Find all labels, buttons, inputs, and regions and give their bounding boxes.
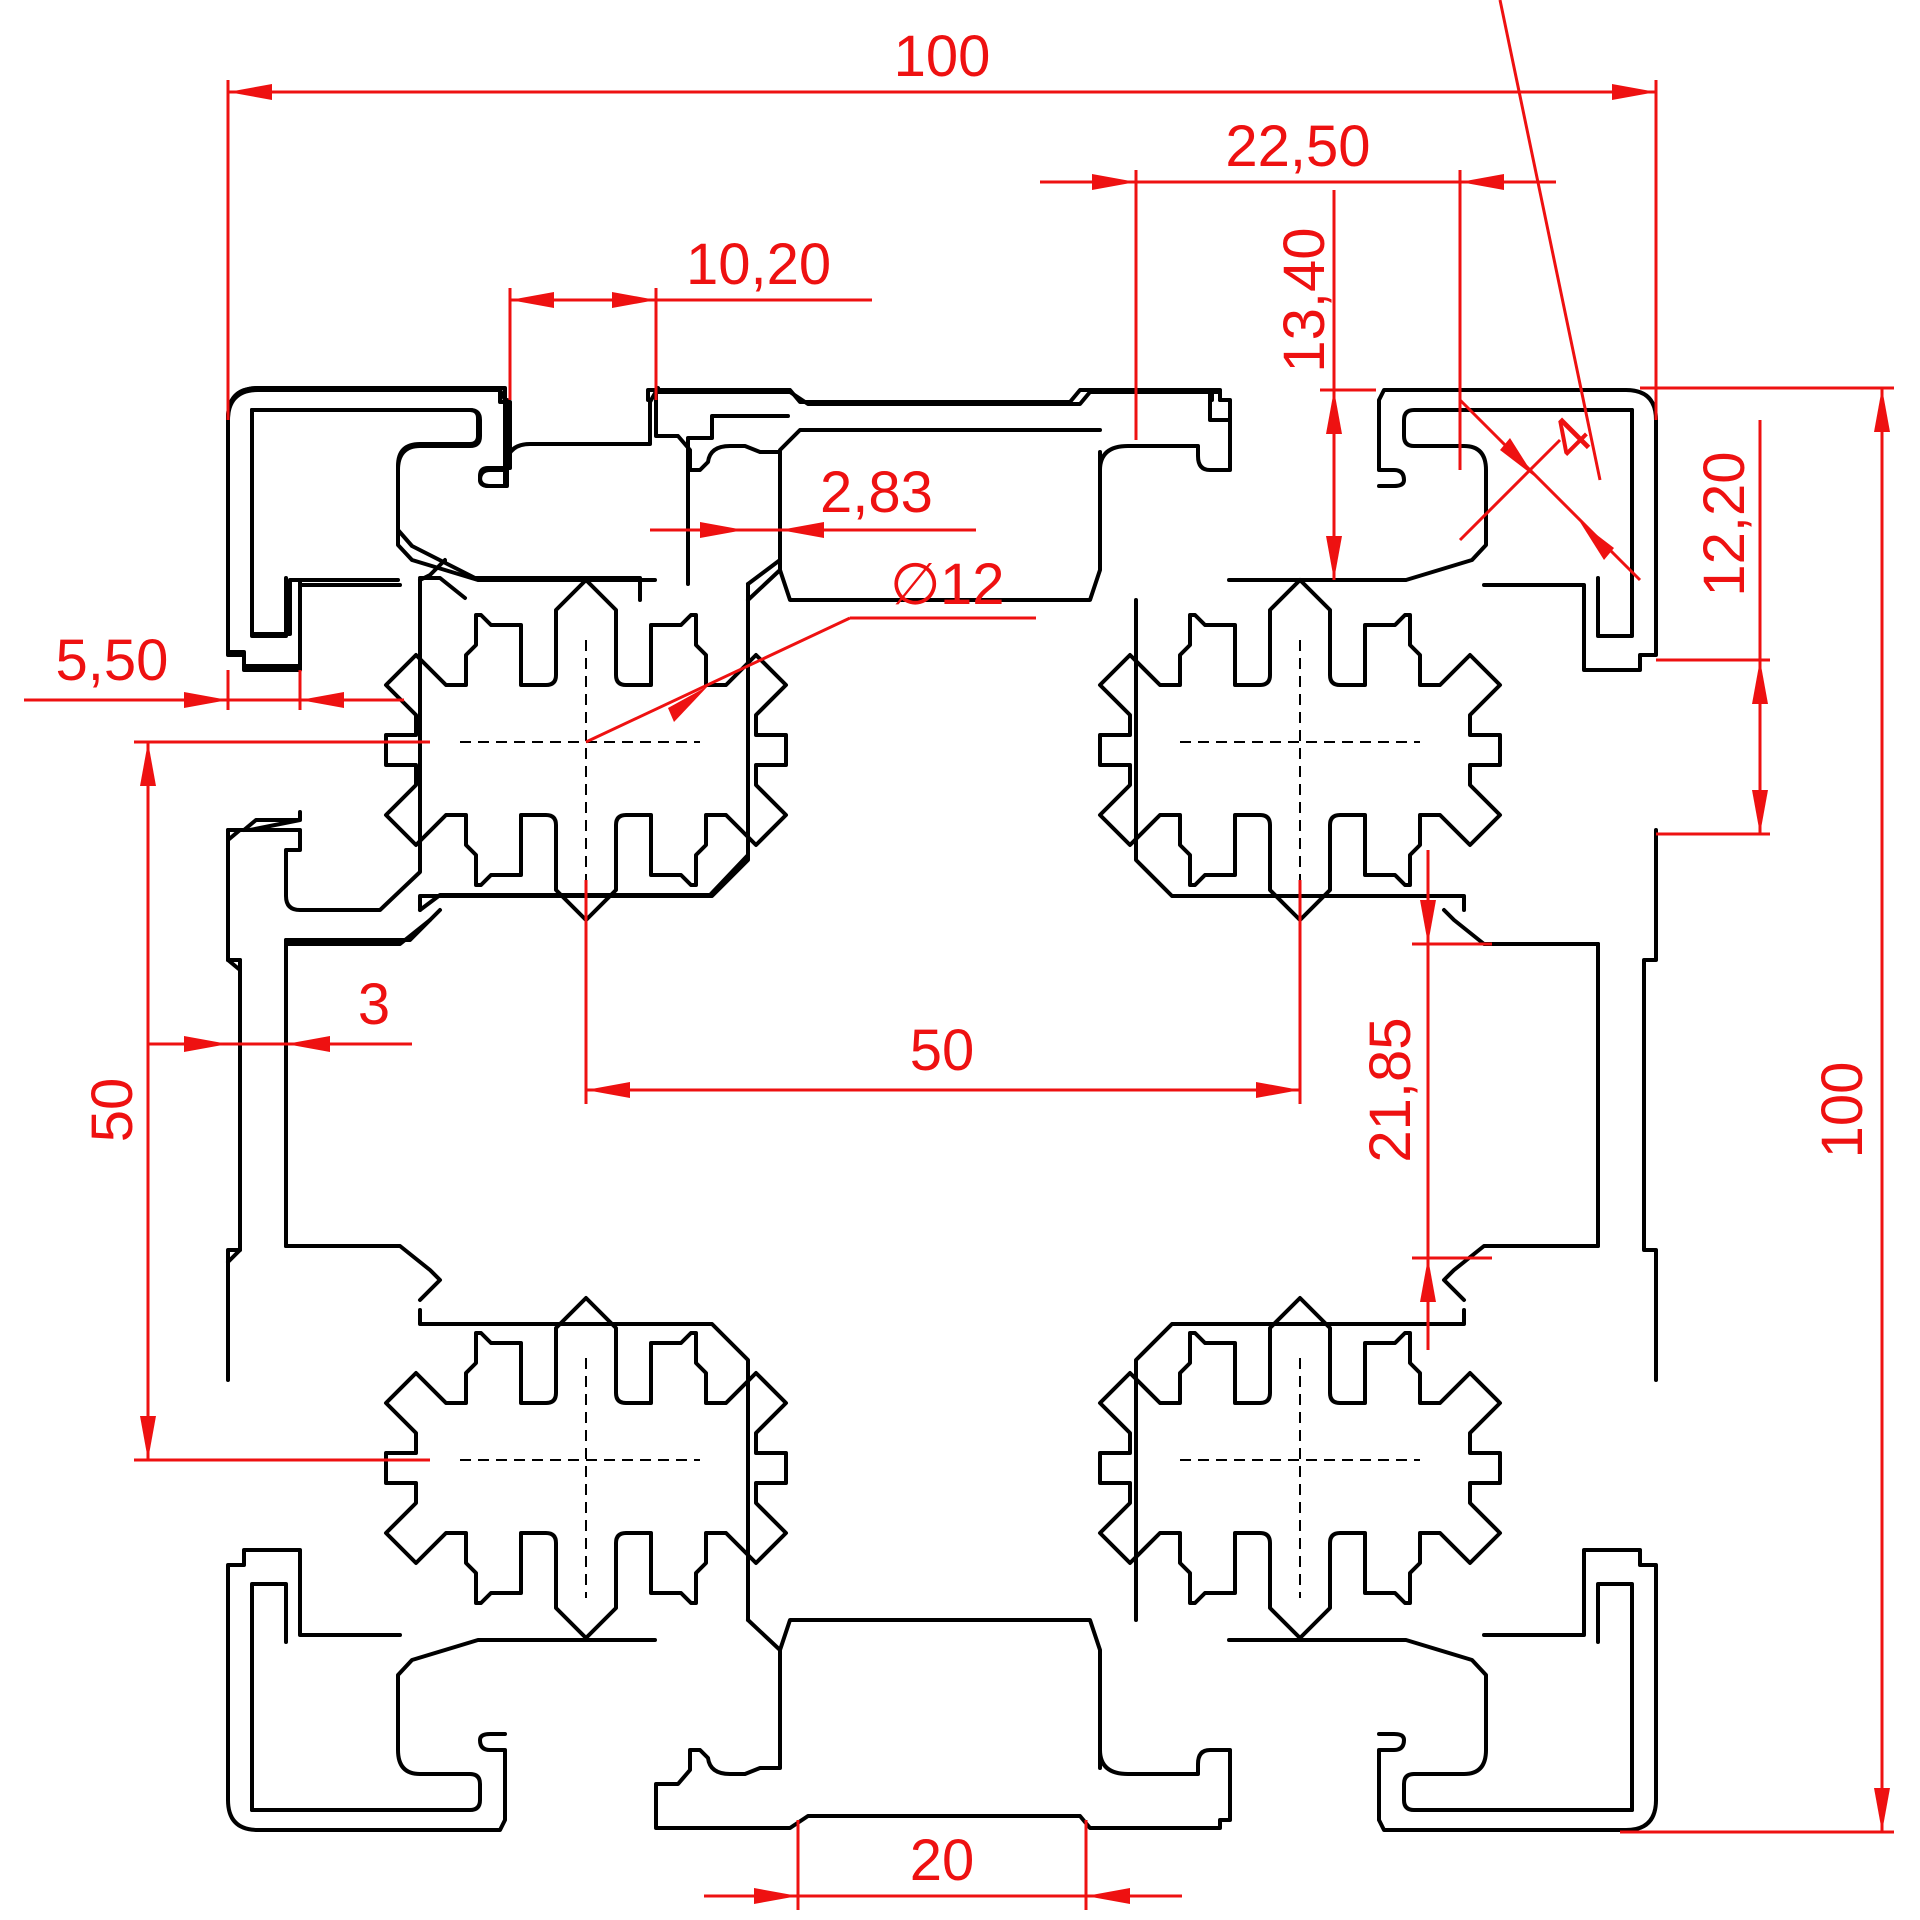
dim-core-spacing-horizontal: 50 xyxy=(584,880,1302,1104)
dim-label-web-thickness: 3 xyxy=(358,972,390,1037)
dim-groove-depth: 21,85 xyxy=(1358,850,1492,1350)
dim-label-core-spacing-vertical: 50 xyxy=(80,1078,145,1143)
dim-label-slot-opening: 10,20 xyxy=(686,232,831,297)
center-lines xyxy=(460,640,1420,1598)
dim-overall-height: 100 xyxy=(1620,386,1894,1834)
dim-core-spacing-vertical: 50 xyxy=(80,740,430,1462)
dim-slot-offset: 22,50 xyxy=(1040,114,1556,470)
dim-label-chamfer: 4 xyxy=(1536,404,1605,473)
dim-label-lip-depth: 13,40 xyxy=(1272,227,1337,372)
dim-label-side-lip: 5,50 xyxy=(56,628,169,693)
dim-bottom-groove: 20 xyxy=(704,1820,1182,1910)
dim-label-overall-height: 100 xyxy=(1810,1062,1875,1159)
dim-lip-depth: 13,40 xyxy=(1272,190,1376,580)
dim-side-lip: 5,50 xyxy=(24,628,404,710)
dim-label-bottom-groove: 20 xyxy=(910,1828,975,1893)
dim-label-groove-depth: 21,85 xyxy=(1358,1017,1423,1162)
dim-label-wall-thickness: 2,83 xyxy=(820,460,933,525)
dim-label-overall-width: 100 xyxy=(894,24,991,89)
dim-label-diameter-symbol: ∅ xyxy=(890,552,941,617)
dim-label-core-hole: 12 xyxy=(940,552,1005,617)
dim-label-groove-width: 12,20 xyxy=(1692,451,1757,596)
profile-frame xyxy=(226,388,1658,1832)
dim-core-hole: ∅ 12 xyxy=(585,552,1036,744)
dim-label-core-spacing-horizontal: 50 xyxy=(910,1018,975,1083)
dim-overall-width: 100 xyxy=(226,24,1658,420)
dimensions: 100 22,50 10,20 13,40 xyxy=(24,0,1894,1910)
quadrant-top-left xyxy=(226,386,1102,1264)
dim-wall-thickness: 2,83 xyxy=(650,460,976,538)
dim-groove-width: 12,20 xyxy=(1656,420,1770,836)
dim-slot-opening: 10,20 xyxy=(508,232,872,400)
dim-label-slot-offset: 22,50 xyxy=(1225,114,1370,179)
dim-web-thickness: 3 xyxy=(148,972,412,1052)
